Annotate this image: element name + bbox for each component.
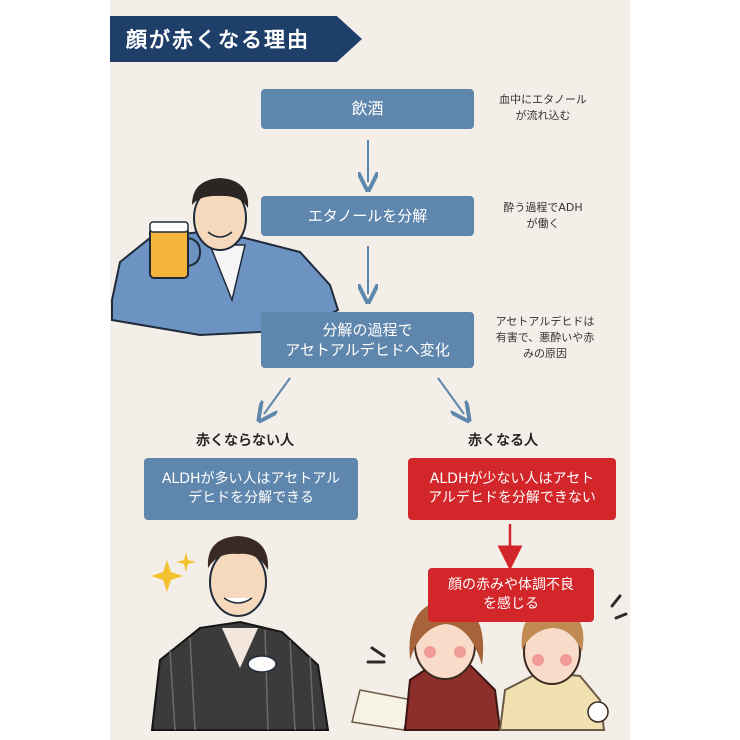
note-line: アセトアルデヒドは: [495, 315, 595, 328]
aldh-low-line: ALDHが少ない人はアセト: [429, 471, 595, 488]
title-banner: 顔が赤くなる理由: [110, 16, 362, 62]
step-acetaldehyde-note: アセトアルデヒドは 有害で、悪酔いや赤 みの原因: [486, 314, 604, 362]
branch-heading-not-red: 赤くならない人: [196, 433, 294, 449]
step-drinking-box: 飲酒: [261, 89, 474, 129]
note-line: みの原因: [523, 346, 567, 360]
step-acetaldehyde-box: 分解の過程で アセトアルデヒドへ変化: [261, 312, 474, 368]
aldh-low-line: アルデヒドを分解できない: [428, 490, 596, 506]
step-acetaldehyde-label-line: 分解の過程で: [322, 320, 413, 339]
step-drinking-label: 飲酒: [351, 99, 384, 119]
note-line: が働く: [526, 216, 560, 230]
step-ethanol-note: 酔う過程でADH が働く: [488, 200, 598, 232]
symptom-result-line: を感じる: [483, 596, 539, 612]
note-line: 血中にエタノール: [499, 93, 587, 106]
aldh-high-line: デヒドを分解できる: [188, 490, 314, 506]
step-ethanol-label: エタノールを分解: [307, 206, 428, 225]
step-ethanol-box: エタノールを分解: [261, 196, 474, 236]
branch-heading-red: 赤くなる人: [468, 433, 538, 449]
arrow-left: [264, 377, 291, 414]
arrow-right: [437, 377, 464, 414]
man-in-kimono-illustration: [150, 536, 330, 731]
note-line: 有害で、悪酔いや赤: [495, 330, 595, 344]
aldh-high-line: ALDHが多い人はアセトアル: [161, 471, 341, 488]
symptom-result-line: 顔の赤みや体調不良: [448, 577, 574, 594]
man-with-beer-illustration: [111, 178, 340, 337]
symptom-result-box: 顔の赤みや体調不良 を感じる: [428, 568, 594, 622]
step-drinking-note: 血中にエタノール が流れ込む: [488, 92, 598, 124]
page-title: 顔が赤くなる理由: [126, 28, 310, 52]
note-line: が流れ込む: [515, 108, 571, 122]
step-acetaldehyde-label-line: アセトアルデヒドへ変化: [285, 341, 450, 359]
note-line: 酔う過程でADH: [503, 201, 583, 214]
aldh-low-box: ALDHが少ない人はアセト アルデヒドを分解できない: [408, 458, 616, 520]
aldh-high-box: ALDHが多い人はアセトアル デヒドを分解できる: [144, 458, 358, 520]
